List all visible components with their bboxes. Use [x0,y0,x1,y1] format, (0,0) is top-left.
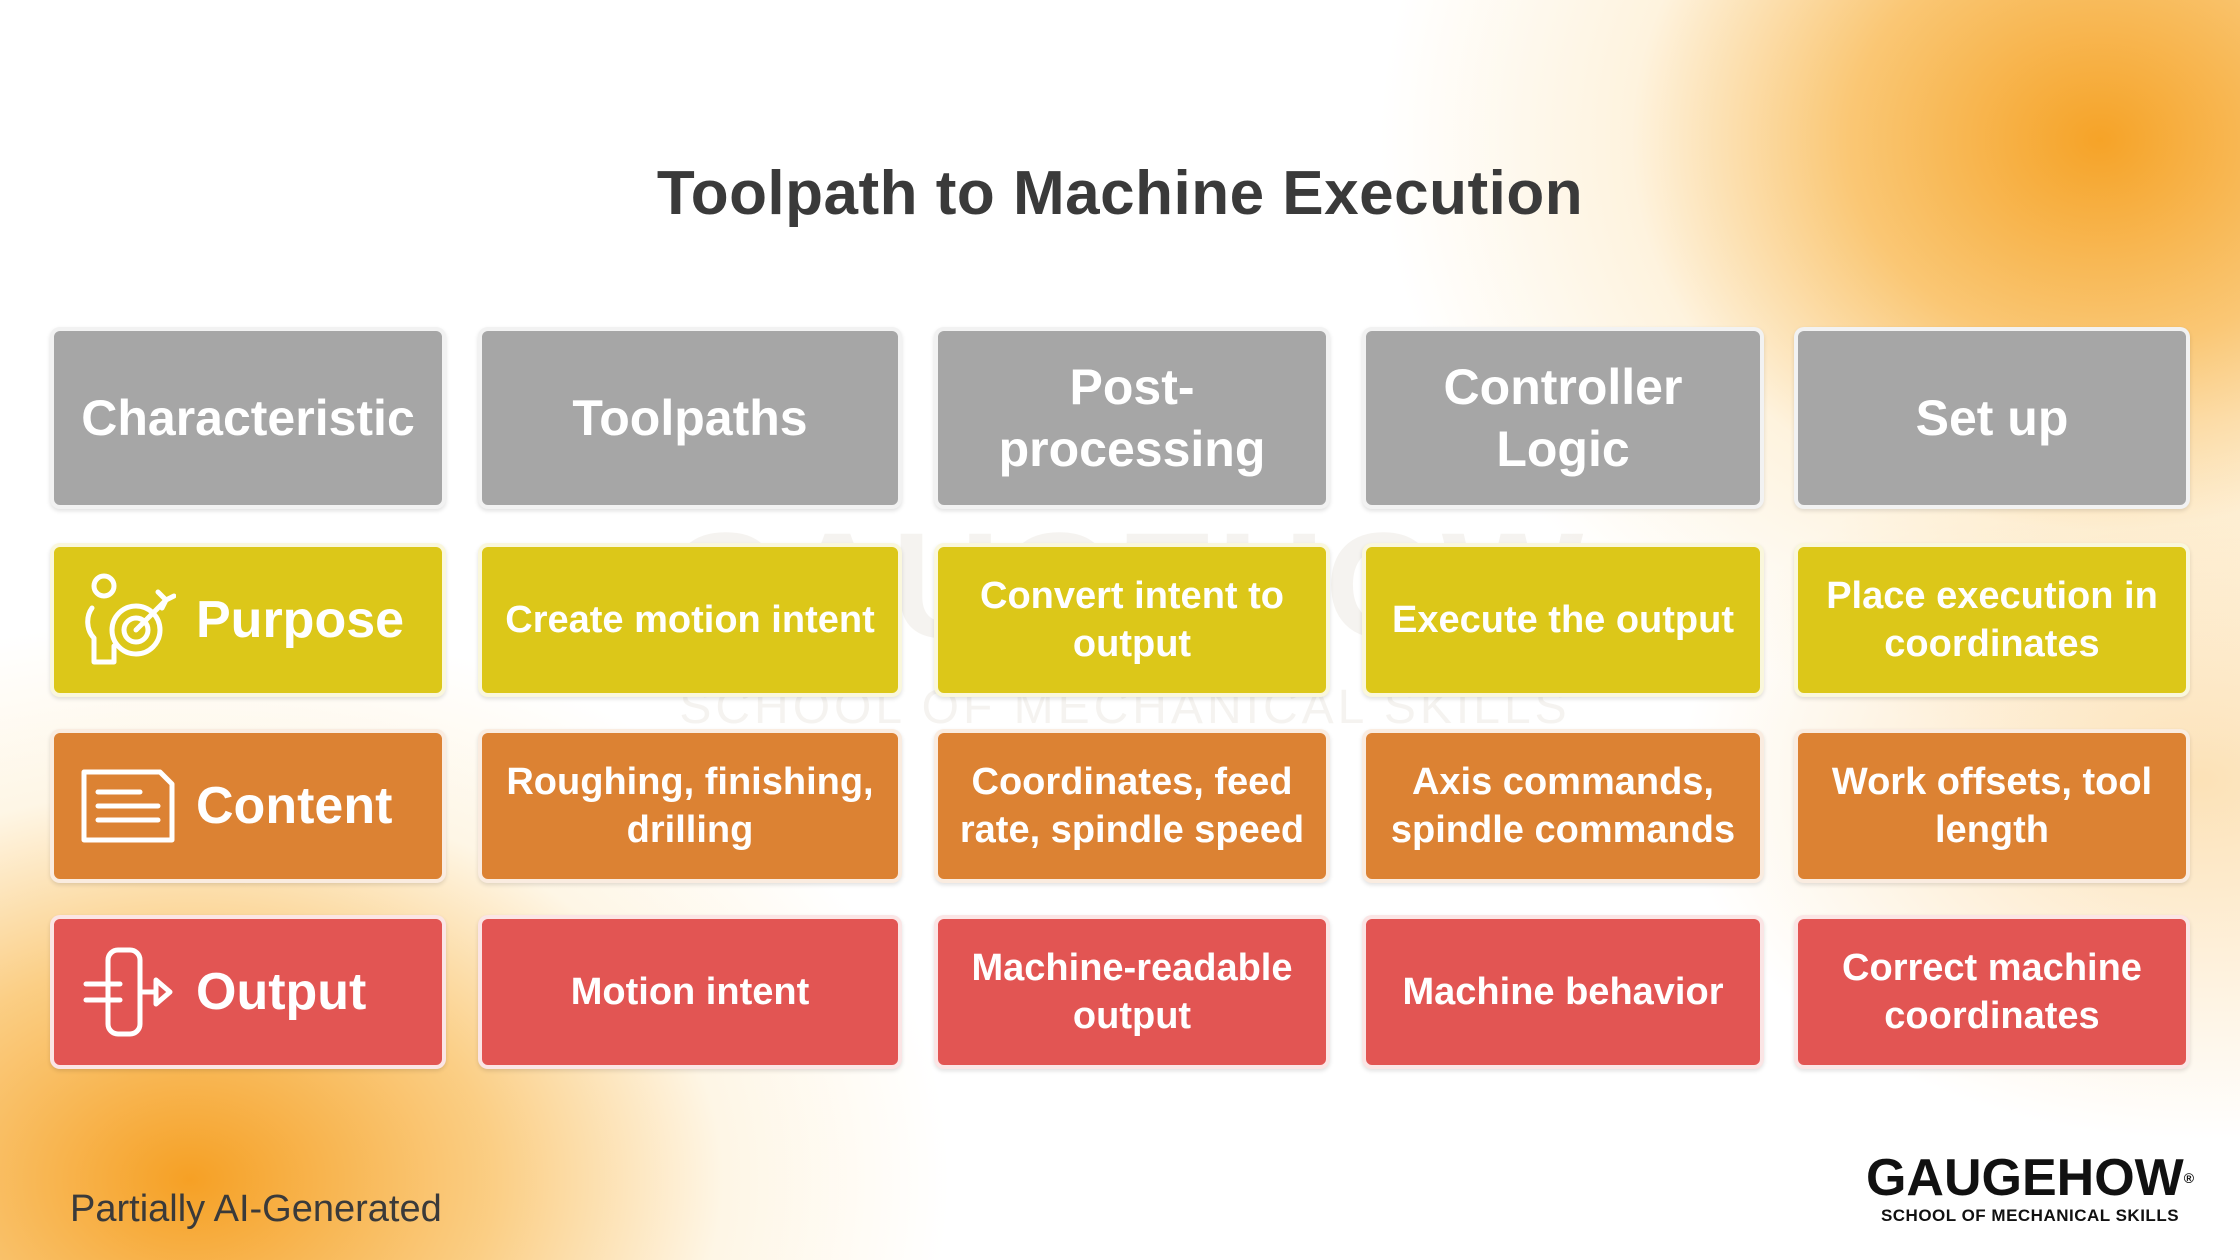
header-label: Post- processing [998,359,1266,477]
cell-output-controller-logic: Machine behavior [1362,915,1764,1069]
cell-text: Correct machine coordinates [1842,947,2142,1037]
cell-text: Motion intent [570,971,810,1013]
cell-text: Axis commands, spindle commands [1390,761,1736,851]
ai-generated-note: Partially AI-Generated [70,1188,442,1230]
row-label-text: Purpose [196,591,405,649]
header-label: Controller Logic [1443,359,1683,477]
header-label: Set up [1915,390,2069,446]
header-characteristic: Characteristic [50,327,446,509]
page-title: Toolpath to Machine Execution [656,159,1584,228]
cell-content-set-up: Work offsets, tool length [1794,729,2190,883]
document-lines-icon [81,769,175,843]
header-set-up: Set up [1794,327,2190,509]
output-arrow-icon [83,947,173,1037]
cell-text: Convert intent to output [980,575,1284,665]
cell-purpose-post-processing: Convert intent to output [934,543,1330,697]
header-post-processing: Post- processing [934,327,1330,509]
logo-name: GAUGEHOW [1865,1149,2184,1207]
header-controller-logic: Controller Logic [1362,327,1764,509]
header-label: Characteristic [81,390,415,446]
header-label: Toolpaths [572,390,808,446]
person-target-icon [85,573,176,665]
cell-text: Place execution in coordinates [1826,575,2158,665]
registered-mark: ® [2183,1170,2195,1186]
cell-content-controller-logic: Axis commands, spindle commands [1362,729,1764,883]
row-label-output: Output [50,915,446,1069]
header-toolpaths: Toolpaths [478,327,902,509]
row-label-text: Output [196,963,367,1021]
cell-output-toolpaths: Motion intent [478,915,902,1069]
cell-output-post-processing: Machine-readable output [934,915,1330,1069]
cell-text: Work offsets, tool length [1831,761,2153,851]
cell-purpose-toolpaths: Create motion intent [478,543,902,697]
row-label-content: Content [50,729,446,883]
cell-text: Machine behavior [1402,971,1724,1013]
row-label-purpose: Purpose [50,543,446,697]
gaugehow-logo: GAUGEHOW® SCHOOL OF MECHANICAL SKILLS [1860,1150,2200,1226]
logo-wordmark: GAUGEHOW® [1860,1150,2200,1206]
cell-text: Coordinates, feed rate, spindle speed [959,761,1305,851]
cell-text: Execute the output [1391,599,1735,641]
cell-purpose-set-up: Place execution in coordinates [1794,543,2190,697]
cell-text: Create motion intent [505,599,875,641]
cell-output-set-up: Correct machine coordinates [1794,915,2190,1069]
row-label-text: Content [196,777,393,835]
cell-text: Roughing, finishing, drilling [506,761,874,851]
cell-content-toolpaths: Roughing, finishing, drilling [478,729,902,883]
cell-content-post-processing: Coordinates, feed rate, spindle speed [934,729,1330,883]
logo-tagline: SCHOOL OF MECHANICAL SKILLS [1880,1206,2180,1225]
cell-text: Machine-readable output [971,947,1293,1037]
cell-purpose-controller-logic: Execute the output [1362,543,1764,697]
